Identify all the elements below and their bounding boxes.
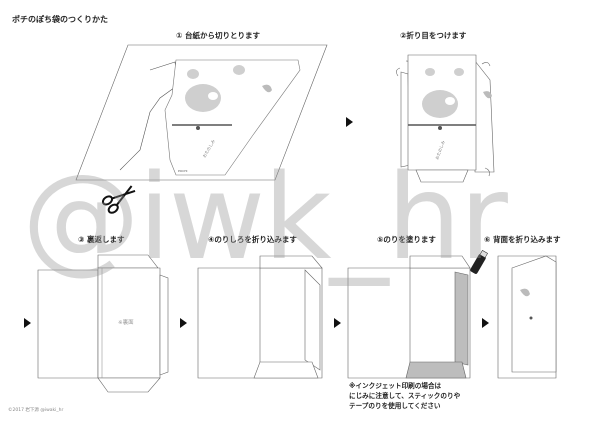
- step-1-label: ① 台紙から切りとります: [176, 31, 260, 40]
- step-arrow-icon: [482, 318, 489, 328]
- step-arrow-icon: [346, 117, 353, 127]
- glue-note: ※インクジェット印刷の場合は にじみに注意して、スティックのりや テープのりを使…: [349, 381, 460, 411]
- step-3-label: ③ 裏返します: [78, 235, 125, 244]
- glue-stick-icon: [470, 250, 488, 274]
- step-6-label: ⑥ 背面を折り込みます: [484, 235, 561, 244]
- step-4-label: ④のりしろを折り込みます: [208, 235, 297, 244]
- note-line: テープのりを使用してください: [349, 402, 441, 410]
- step-arrow-icon: [180, 318, 187, 328]
- back-side-text: ※裏面: [118, 320, 134, 326]
- step-5-label: ⑤のりを塗ります: [377, 235, 436, 244]
- step-3-sheet: [37, 254, 169, 393]
- step-4-sheet: [197, 255, 323, 379]
- step-2-label: ②折り目をつけます: [400, 31, 467, 40]
- step-6-sheet: [497, 255, 557, 379]
- page-title: ポチのぽち袋のつくりかた: [12, 15, 108, 24]
- step-5-sheet: [347, 255, 471, 379]
- step-1-sheet: おたのしみ POCHI: [75, 44, 328, 181]
- step-2-fold-arrows: [396, 62, 491, 177]
- step-2-sheet: おたのしみ: [400, 54, 495, 183]
- svg-text:POCHI: POCHI: [178, 169, 188, 173]
- watermark: @iwk_hr: [22, 148, 508, 286]
- scissors-icon: [101, 185, 136, 214]
- step-arrow-icon: [334, 318, 341, 328]
- note-line: ※インクジェット印刷の場合は: [349, 382, 442, 390]
- note-line: にじみに注意して、スティックのりや: [349, 392, 461, 400]
- copyright-footer: ©2017 岩下源 @iwaki_hr: [8, 408, 64, 413]
- step-arrow-icon: [24, 318, 31, 328]
